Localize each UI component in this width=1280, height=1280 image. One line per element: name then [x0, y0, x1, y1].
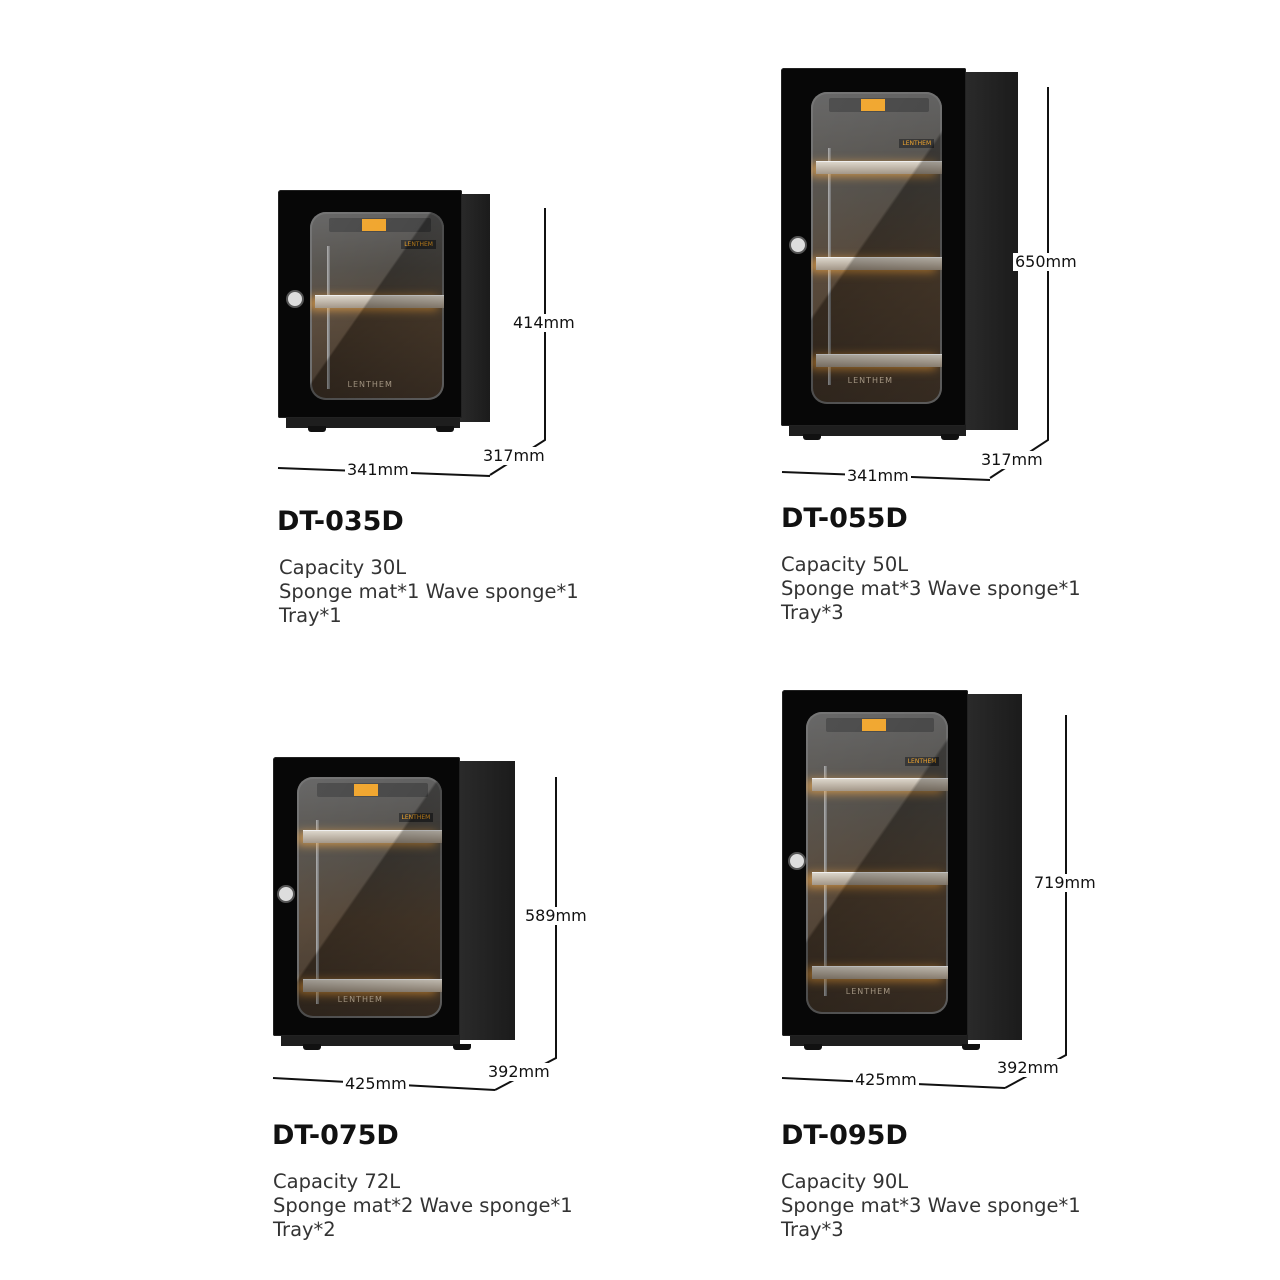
height-label: 589mm — [523, 906, 589, 925]
brand-logo: LENTHEM — [401, 240, 436, 250]
cabinet-image: LENTHEM LENTHEM — [273, 757, 515, 1050]
shelf-rail — [824, 766, 828, 996]
lock-icon — [788, 852, 806, 870]
dimension-line — [489, 208, 546, 476]
brand-logo: LENTHEM — [347, 379, 393, 389]
depth-label: 317mm — [979, 450, 1045, 469]
lock-icon — [789, 236, 807, 254]
control-panel — [825, 718, 934, 732]
tray-shelf — [816, 160, 942, 174]
shelf-rail — [327, 245, 331, 389]
model-title: DT-035D — [277, 506, 404, 537]
spec-accessories: Sponge mat*1 Wave sponge*1 — [279, 580, 579, 603]
height-label: 650mm — [1013, 252, 1079, 271]
display-screen — [861, 99, 886, 111]
brand-logo: LENTHEM — [899, 138, 935, 148]
tray-shelf — [811, 778, 948, 792]
tray-shelf — [811, 965, 948, 979]
control-panel — [328, 218, 431, 232]
width-label: 425mm — [343, 1074, 409, 1093]
display-screen — [861, 719, 886, 731]
brand-logo: LENTHEM — [847, 376, 894, 386]
cabinet-image: LENTHEM LENTHEM — [781, 68, 1018, 440]
lock-icon — [286, 290, 304, 308]
spec-accessories: Sponge mat*3 Wave sponge*1 — [781, 1194, 1081, 1217]
model-title: DT-075D — [272, 1120, 399, 1151]
tray-shelf — [302, 830, 442, 844]
tray-shelf — [811, 872, 948, 886]
spec-accessories: Sponge mat*2 Wave sponge*1 — [273, 1194, 573, 1217]
width-label: 341mm — [845, 466, 911, 485]
brand-logo: LENTHEM — [337, 994, 383, 1004]
tray-shelf — [816, 257, 942, 271]
spec-capacity: Capacity 30L — [279, 556, 407, 579]
depth-label: 392mm — [995, 1058, 1061, 1077]
brand-logo: LENTHEM — [398, 813, 434, 823]
spec-capacity: Capacity 90L — [781, 1170, 909, 1193]
depth-label: 392mm — [486, 1062, 552, 1081]
shelf-rail — [828, 148, 832, 386]
display-screen — [361, 219, 386, 231]
spec-trays: Tray*2 — [273, 1218, 336, 1241]
spec-trays: Tray*3 — [781, 601, 844, 624]
control-panel — [317, 783, 428, 797]
depth-label: 317mm — [481, 446, 547, 465]
model-title: DT-055D — [781, 503, 908, 534]
lock-icon — [277, 885, 295, 903]
tray-shelf — [816, 354, 942, 368]
shelf-rail — [315, 820, 319, 1004]
spec-capacity: Capacity 72L — [273, 1170, 401, 1193]
tray-shelf — [315, 294, 444, 308]
spec-trays: Tray*3 — [781, 1218, 844, 1241]
width-label: 341mm — [345, 460, 411, 479]
spec-trays: Tray*1 — [279, 604, 342, 627]
cabinet-image: LENTHEM LENTHEM — [782, 690, 1022, 1050]
dimension-line — [1004, 715, 1067, 1089]
height-label: 414mm — [511, 313, 577, 332]
cabinet-image: LENTHEM LENTHEM — [278, 190, 490, 432]
brand-logo: LENTHEM — [904, 757, 940, 767]
model-title: DT-095D — [781, 1120, 908, 1151]
spec-accessories: Sponge mat*3 Wave sponge*1 — [781, 577, 1081, 600]
control-panel — [829, 98, 929, 112]
tray-shelf — [302, 979, 442, 993]
height-label: 719mm — [1032, 873, 1098, 892]
display-screen — [354, 784, 379, 796]
width-label: 425mm — [853, 1070, 919, 1089]
brand-logo: LENTHEM — [845, 986, 892, 996]
spec-capacity: Capacity 50L — [781, 553, 909, 576]
